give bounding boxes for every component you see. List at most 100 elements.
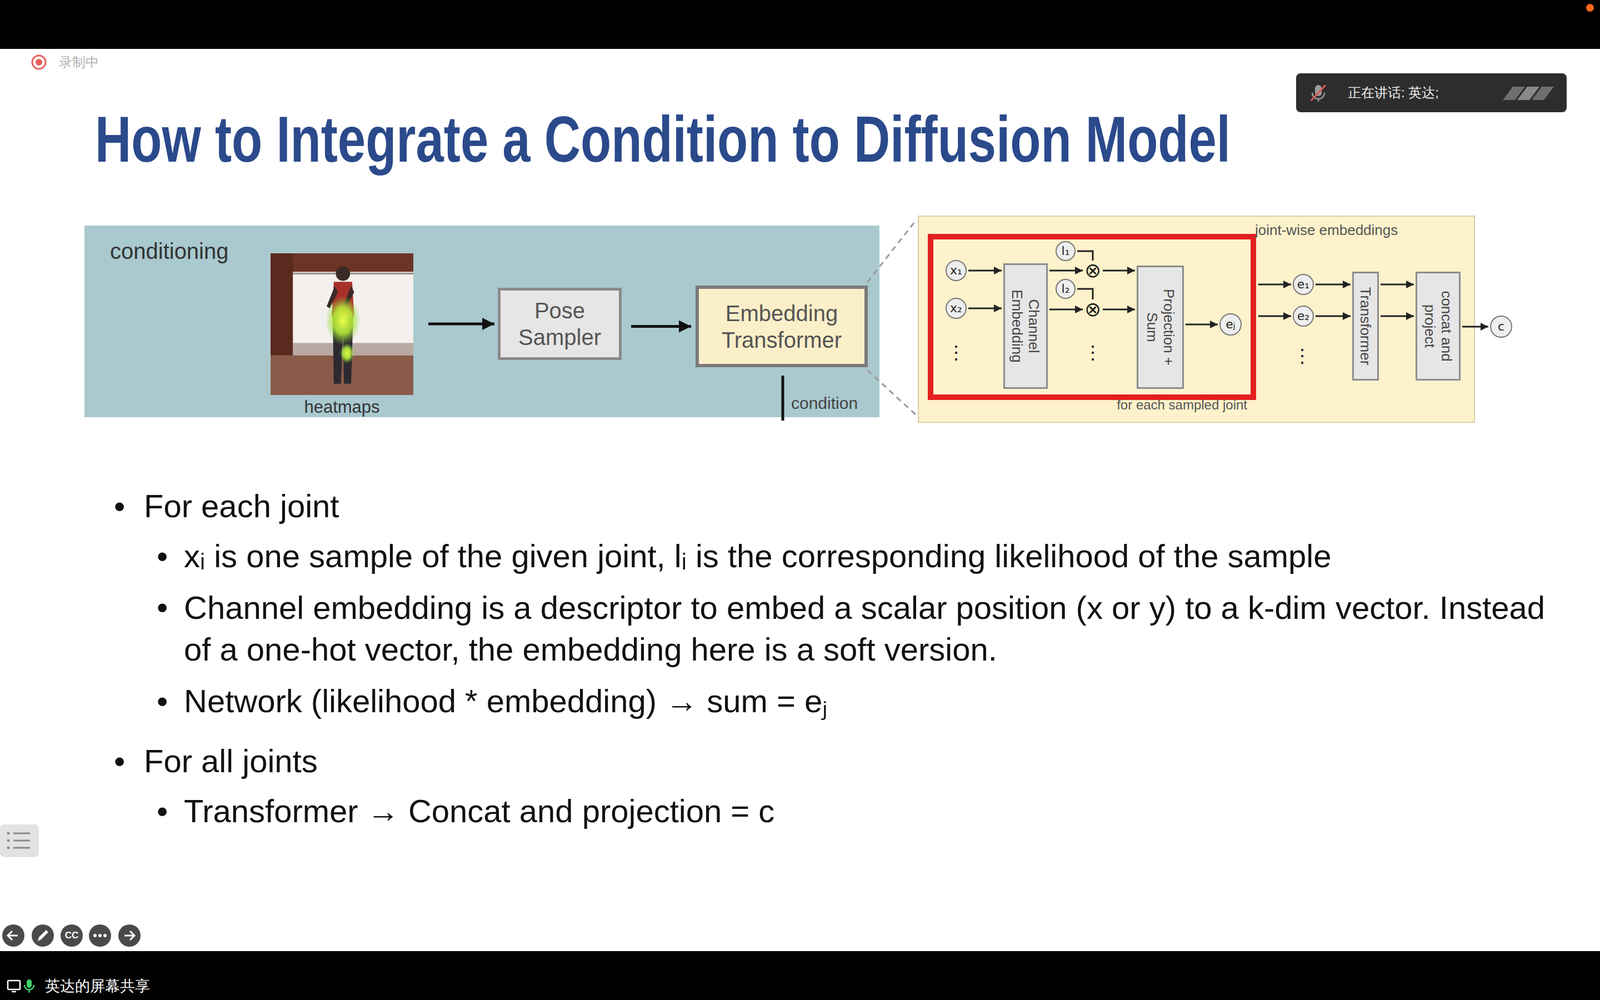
bullet-text: xᵢ is one sample of the given joint, lᵢ … (183, 536, 1332, 576)
label-slot: condition (791, 393, 858, 414)
caption-icon-text: CC (60, 927, 83, 944)
sidebar-toggle (7, 832, 10, 850)
bullet-text: For all joints (143, 741, 318, 781)
label-slot: • (113, 741, 125, 781)
bullet-mark: • (156, 681, 168, 721)
sidebar-toggle (13, 847, 30, 849)
node-text: eⱼ (1225, 318, 1235, 331)
top-bar (0, 0, 1600, 49)
connector-arrow (1102, 309, 1135, 310)
bullet-mark: • (156, 791, 168, 831)
heatmap-photo (325, 296, 360, 345)
label-slot: • (113, 486, 125, 526)
node-text: c (1497, 320, 1505, 333)
likelihood-circle: l₂ (1055, 278, 1076, 299)
sidebar-toggle (7, 839, 10, 843)
zoom-leader (867, 370, 917, 416)
connector-line (1380, 283, 1414, 286)
node-text: conditioning (84, 225, 880, 265)
more-button (93, 933, 97, 938)
connector-arrow (428, 323, 495, 325)
label-slot: • (156, 587, 168, 627)
node-text: ⊗ (1084, 299, 1102, 320)
connector-line (1102, 270, 1135, 272)
next-button (118, 924, 141, 947)
label-slot: Transformer → Concat and projection = c (183, 791, 775, 831)
connector-arrow (631, 326, 692, 327)
avatar-icons (1531, 86, 1554, 100)
sidebar-toggle (7, 832, 10, 835)
label-slot: For each joint (143, 486, 339, 526)
process-box: concat and project (1415, 271, 1461, 381)
sidebar-toggle (13, 840, 30, 842)
detail-panel (918, 216, 1475, 423)
connector-arrow (1315, 284, 1351, 285)
node-text: l₁ (1061, 245, 1070, 258)
bullet-mark: • (156, 536, 168, 576)
signal-label: condition (791, 393, 858, 414)
speaker-indicator: 正在讲话: 英达; (1296, 73, 1567, 113)
node-text: e₁ (1297, 278, 1310, 291)
share-icons (26, 979, 32, 988)
connector-arrow (1049, 309, 1083, 310)
bullet-text: For each joint (143, 486, 339, 526)
bullet-text: Network (likelihood * embedding) → sum =… (183, 681, 828, 721)
share-icons (7, 980, 20, 990)
connector-arrow (1077, 288, 1093, 300)
label-slot: • (156, 536, 168, 576)
ellipsis-mark: ⋮ (1291, 343, 1314, 368)
connector-arrow (1077, 251, 1093, 261)
condition-line (781, 375, 785, 421)
embedding-circle: eⱼ (1219, 313, 1242, 336)
pen-button (37, 930, 49, 942)
connector-arrow (1185, 324, 1218, 325)
connector-line (1462, 326, 1489, 328)
connector-line (631, 325, 692, 328)
pen-button (31, 924, 54, 947)
connector-line (1258, 315, 1292, 318)
label-slot: • (156, 791, 168, 831)
heatmap-photo (335, 266, 350, 282)
likelihood-circle: l₁ (1055, 241, 1076, 262)
process-box: Pose Sampler (497, 287, 622, 360)
embedding-circle: e₂ (1292, 305, 1314, 327)
node-text: Transformer (1357, 276, 1374, 377)
heatmap-photo (270, 355, 414, 395)
heatmap-photo (270, 253, 414, 395)
process-box: Projection + Sum (1136, 265, 1184, 389)
connector-line (1315, 315, 1351, 318)
connector-line (1049, 308, 1083, 311)
label-slot: xᵢ is one sample of the given joint, lᵢ … (183, 536, 1332, 576)
caption-button (60, 924, 83, 947)
label-slot: Network (likelihood * embedding) → sum =… (183, 681, 828, 721)
label-slot: 录制中 (58, 53, 99, 71)
connector-arrow (1102, 270, 1135, 272)
mic-muted-icon (1308, 82, 1329, 103)
slide-title: How to Integrate a Condition to Diffusio… (95, 101, 1231, 179)
more-button (103, 933, 107, 938)
connector-arrow (968, 308, 1002, 309)
node-text: Embedding Transformer (698, 300, 865, 354)
node-text: ⊗ (1084, 260, 1102, 281)
node-text: heatmaps (270, 397, 414, 418)
record-icon (32, 55, 46, 69)
connector-line (428, 322, 495, 326)
label-slot: ⋮ (1291, 343, 1314, 368)
heatmap-photo (292, 272, 414, 275)
label-slot: ⋮ (945, 340, 968, 365)
label-slot: Channel embedding is a descriptor to emb… (183, 586, 1551, 670)
connector-arrow (1049, 270, 1083, 272)
multiply-symbol: ⊗ (1084, 301, 1102, 318)
sidebar-toggle (0, 824, 39, 858)
label-slot: • (156, 681, 168, 721)
next-button (124, 931, 135, 940)
bullet-mark: • (156, 587, 168, 627)
connector-arrow (1258, 284, 1292, 285)
highlight-frame: for each sampled jointx₁x₂Channel Embedd… (927, 233, 1257, 400)
recording-status: 录制中 (58, 53, 99, 71)
connector-arrow (1258, 316, 1292, 317)
connector-line (1102, 308, 1135, 311)
share-icons (28, 990, 30, 993)
heatmap-photo (340, 342, 355, 364)
label-slot: joint-wise embeddings (1255, 221, 1350, 239)
